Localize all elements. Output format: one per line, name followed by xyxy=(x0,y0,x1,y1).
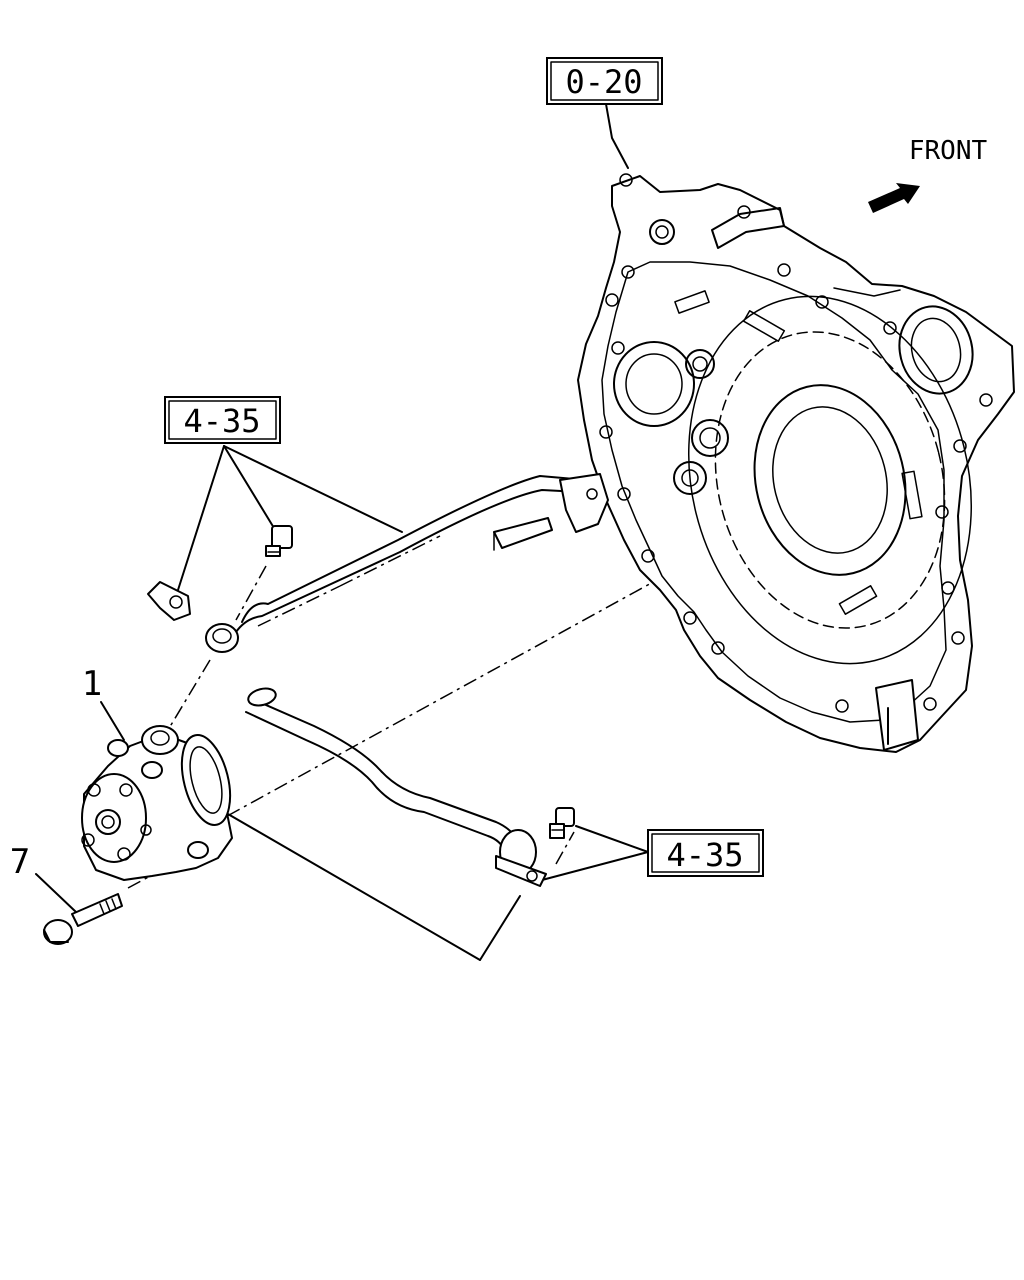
ref-box-0-20[interactable]: 0-20 xyxy=(546,57,663,105)
ref-box-4-35-upper[interactable]: 4-35 xyxy=(164,396,281,444)
flywheel-housing[interactable] xyxy=(577,173,1015,753)
bolt-lower[interactable] xyxy=(549,807,575,839)
pipe-clip[interactable] xyxy=(147,581,191,621)
ref-label-4-35-lower: 4-35 xyxy=(666,836,743,874)
pump-bolt[interactable] xyxy=(43,893,123,945)
front-label: FRONT xyxy=(909,136,988,166)
ref-box-4-35-lower[interactable]: 4-35 xyxy=(647,829,764,877)
banjo-fitting-upper[interactable] xyxy=(205,623,239,653)
ref-label-4-35-upper: 4-35 xyxy=(183,402,260,440)
callout-part-1[interactable]: 1 xyxy=(82,664,102,704)
bolt-upper[interactable] xyxy=(265,525,293,557)
upper-oil-pipe[interactable] xyxy=(235,473,609,633)
front-arrow-icon xyxy=(868,183,920,213)
ref-label-0-20: 0-20 xyxy=(565,63,642,101)
callout-part-7[interactable]: 7 xyxy=(10,842,30,882)
lower-oil-pipe[interactable] xyxy=(245,686,547,887)
oil-pump[interactable] xyxy=(81,725,238,881)
